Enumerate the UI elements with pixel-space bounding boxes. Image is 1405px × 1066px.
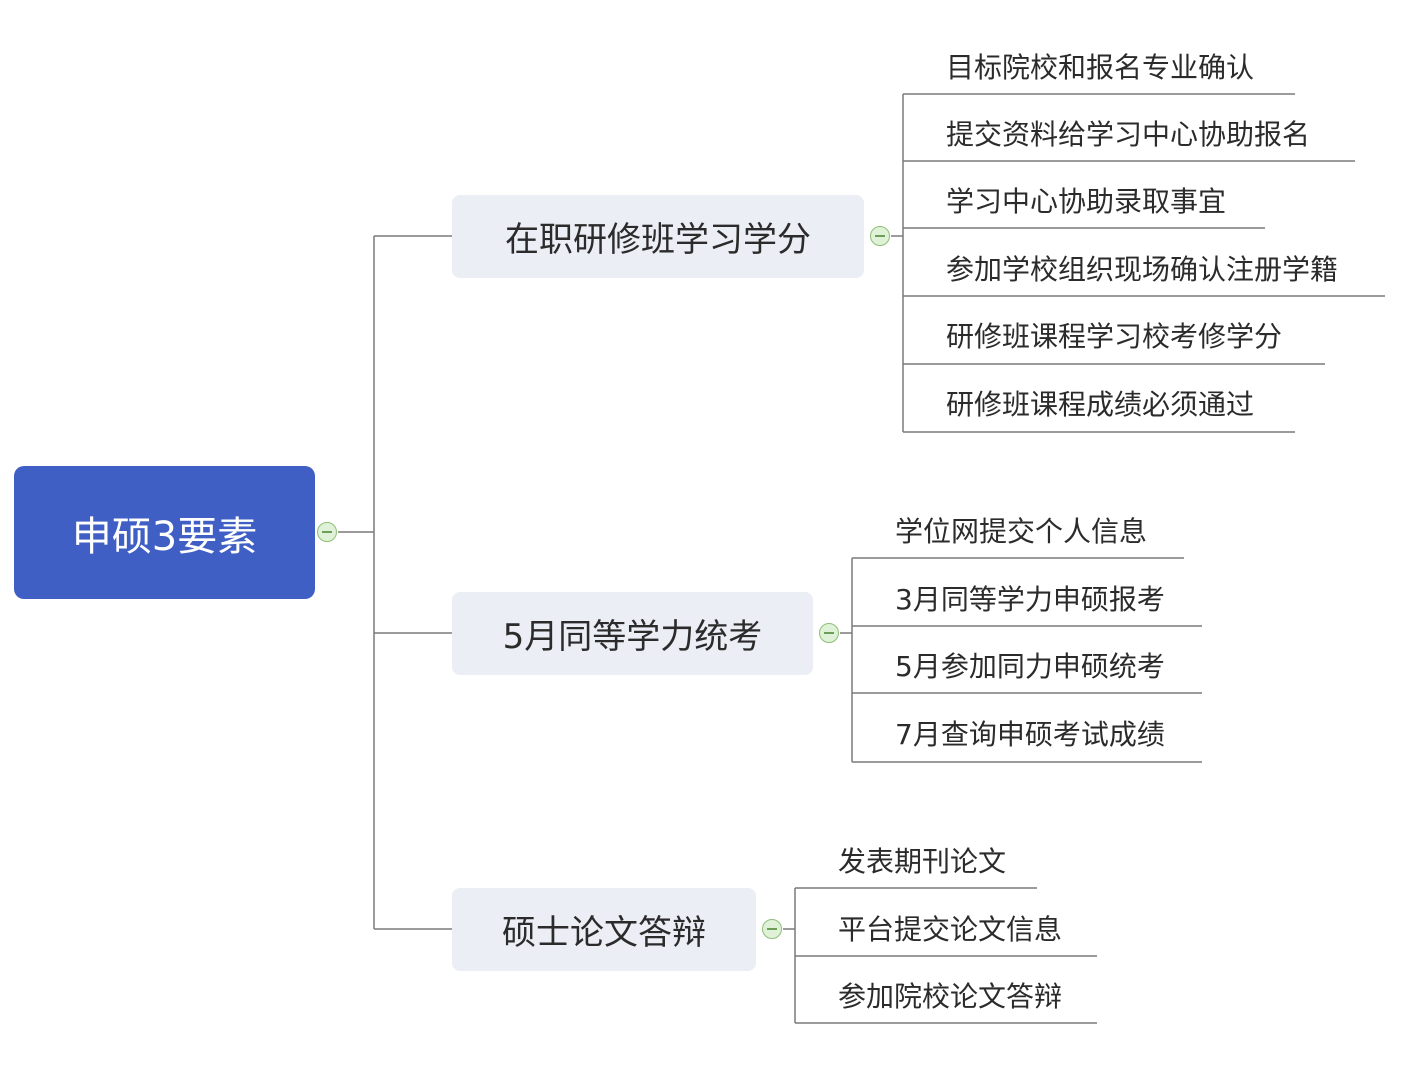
collapse-minus-icon[interactable]: [870, 226, 890, 246]
branch-topic-label: 硕士论文答辩: [502, 913, 706, 953]
leaf-topic[interactable]: 5月参加同力申硕统考: [895, 650, 1165, 683]
collapse-minus-icon[interactable]: [317, 522, 337, 542]
root-topic-label: 申硕3要素: [71, 513, 258, 560]
leaf-topic[interactable]: 学习中心协助录取事宜: [946, 185, 1227, 218]
collapse-minus-icon[interactable]: [819, 623, 839, 643]
branch-topic-label: 5月同等学力统考: [502, 617, 763, 657]
branch-topic-label: 在职研修班学习学分: [505, 220, 811, 260]
root-topic[interactable]: 申硕3要素: [14, 466, 315, 599]
leaf-topic[interactable]: 参加学校组织现场确认注册学籍: [946, 253, 1339, 286]
leaf-topic[interactable]: 3月同等学力申硕报考: [895, 583, 1165, 616]
branch-topic-exam[interactable]: 5月同等学力统考: [452, 592, 813, 675]
branch-topic-thesis[interactable]: 硕士论文答辩: [452, 888, 756, 971]
leaf-topic[interactable]: 参加院校论文答辩: [838, 980, 1063, 1013]
leaf-topic[interactable]: 研修班课程学习校考修学分: [946, 320, 1283, 353]
leaf-topic[interactable]: 提交资料给学习中心协助报名: [946, 118, 1311, 151]
leaf-topic[interactable]: 7月查询申硕考试成绩: [895, 718, 1165, 751]
leaf-topic[interactable]: 学位网提交个人信息: [895, 515, 1148, 548]
leaf-topic[interactable]: 发表期刊论文: [838, 845, 1007, 878]
leaf-topic[interactable]: 研修班课程成绩必须通过: [946, 388, 1255, 421]
collapse-minus-icon[interactable]: [762, 919, 782, 939]
branch-topic-credits[interactable]: 在职研修班学习学分: [452, 195, 864, 278]
leaf-topic[interactable]: 平台提交论文信息: [838, 913, 1063, 946]
leaf-topic[interactable]: 目标院校和报名专业确认: [946, 51, 1255, 84]
